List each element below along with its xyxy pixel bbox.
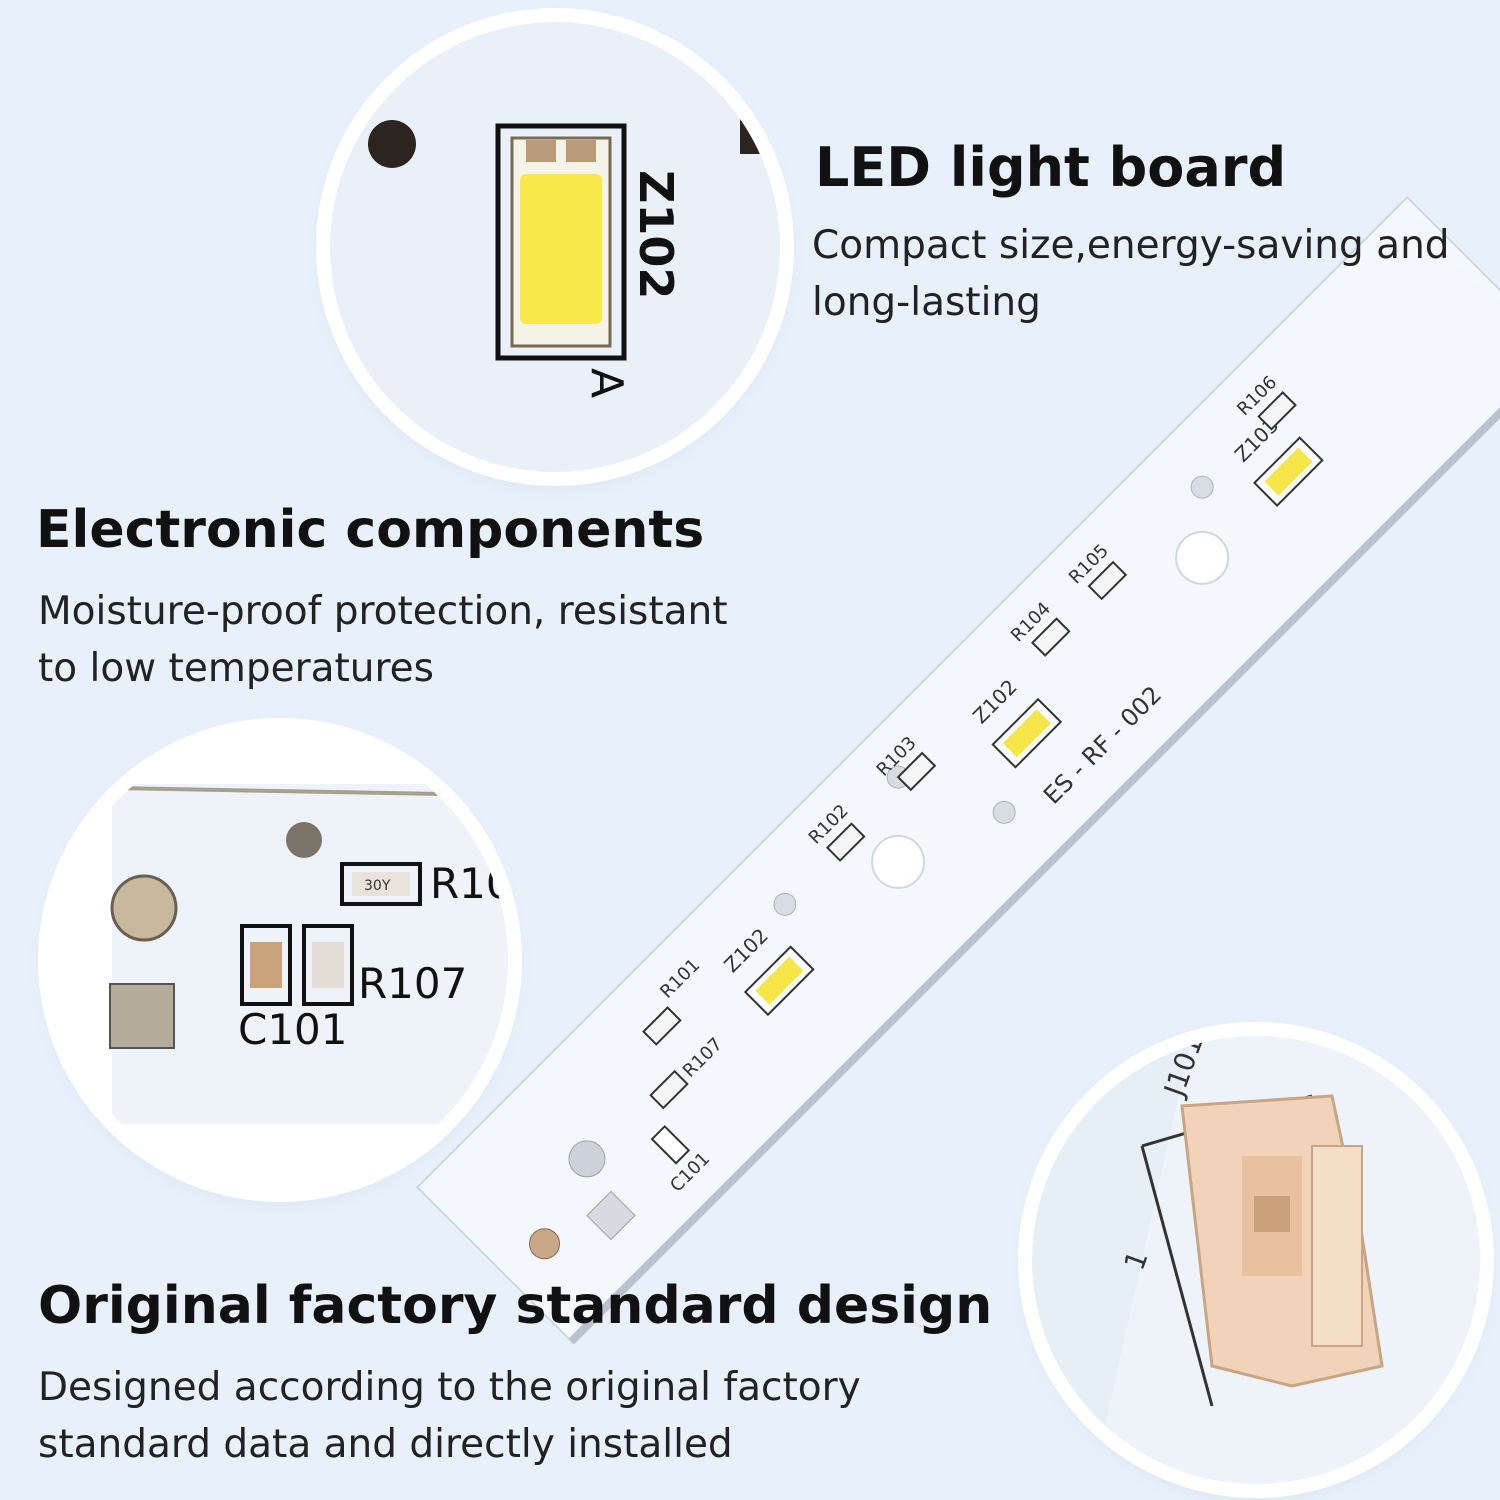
mounting-hole [1175,530,1230,585]
solder-pad [586,1190,636,1241]
led-label: Z102 [629,170,683,299]
via-hole [286,822,322,858]
capacitor-label: C101 [238,1005,348,1054]
solder-pad [110,874,178,942]
feature-description-components: Moisture-proof protection, resistant to … [38,589,728,691]
zoom-components-circle: 30Y R10 R107 C101 [52,732,508,1188]
zoom-led-circle: Z102 A [330,22,780,472]
led-chip [520,174,602,324]
solder-pad [109,983,175,1049]
via-hole [368,120,416,168]
resistor2-label: R107 [358,959,467,1008]
via [992,800,1016,824]
led-outline [495,123,627,361]
feature-title-design: Original factory standard design [38,1276,993,1336]
connector-body [1180,1094,1384,1388]
solder-pad [529,1228,561,1260]
mounting-hole [871,834,926,889]
capacitor-body [250,942,282,988]
resistor-body [312,942,344,988]
zoom-connector-circle: J101 1 [1032,1036,1480,1484]
feature-description-design: Designed according to the original facto… [38,1365,861,1467]
via [773,892,797,916]
feature-title-components: Electronic components [36,500,705,560]
feature-description-led-board: Compact size,energy-saving and long-last… [812,223,1450,325]
solder-pad [568,1140,606,1178]
feature-title-led-board: LED light board [815,136,1287,199]
resistor-code: 30Y [364,878,391,894]
anode-mark: A [581,368,632,398]
via [1190,475,1214,499]
